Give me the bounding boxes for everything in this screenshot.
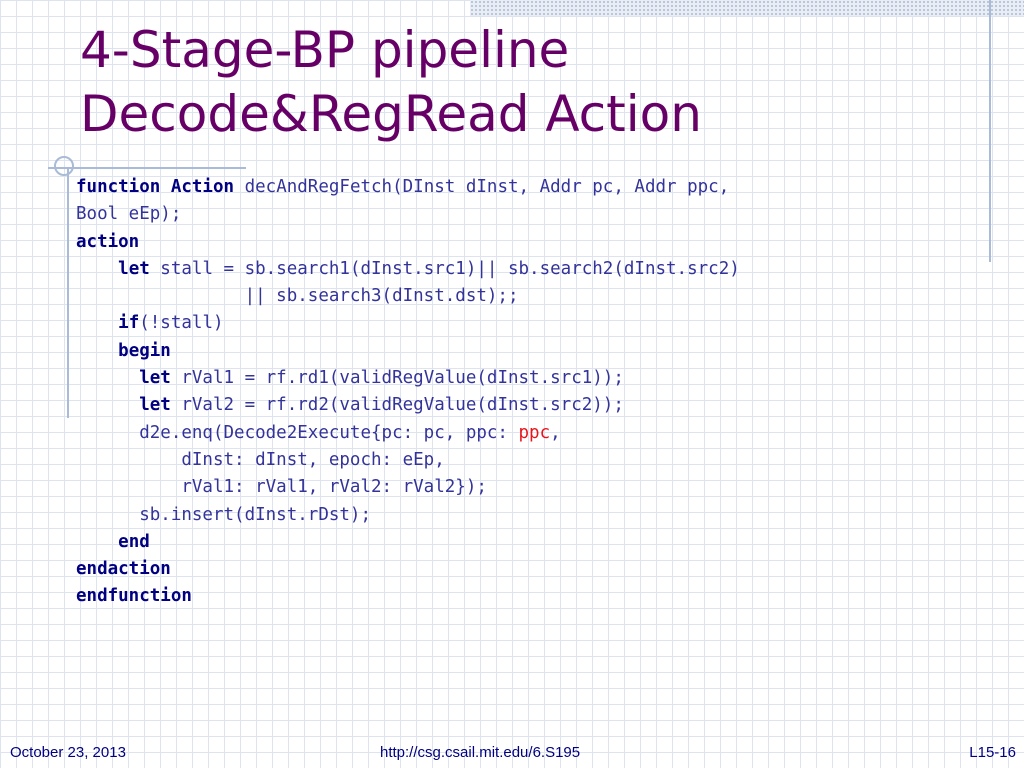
footer-page-number: L15-16 <box>969 744 1016 761</box>
top-decor-band <box>470 0 1024 16</box>
code-text: decAndRegFetch(DInst dInst, Addr pc, Add… <box>234 177 730 197</box>
code-keyword: let <box>118 258 150 279</box>
footer-date: October 23, 2013 <box>10 744 126 761</box>
code-keyword: if <box>118 313 140 334</box>
code-line-12: rVal1: rVal1, rVal2: rVal2}); <box>76 474 1006 501</box>
code-line-3: action <box>76 229 1006 256</box>
crosshair-decor <box>54 156 74 176</box>
code-line-11: dInst: dInst, epoch: eEp, <box>76 447 1006 474</box>
code-text: d2e.enq(Decode2Execute{pc: pc, ppc: <box>76 422 519 443</box>
code-line-14: end <box>76 529 1006 556</box>
code-indent <box>76 368 139 388</box>
code-indent <box>76 341 118 361</box>
code-text: rVal1 = rf.rd1(validRegValue(dInst.src1)… <box>170 368 624 389</box>
code-text: dInst: dInst, epoch: eEp, <box>76 449 445 470</box>
code-text: sb.insert(dInst.rDst); <box>76 504 372 525</box>
code-line-5: || sb.search3(dInst.dst);; <box>76 283 1006 310</box>
title-underline-decor <box>48 167 246 169</box>
code-keyword: endaction <box>76 559 171 580</box>
code-line-4: let stall = sb.search1(dInst.src1)|| sb.… <box>76 256 1006 283</box>
code-text: rVal1: rVal1, rVal2: rVal2}); <box>76 477 487 498</box>
code-keyword: let <box>139 395 171 416</box>
code-line-8: let rVal1 = rf.rd1(validRegValue(dInst.s… <box>76 365 1006 392</box>
code-keyword: action <box>76 231 140 252</box>
code-keyword: begin <box>118 340 171 361</box>
code-block: function Action decAndRegFetch(DInst dIn… <box>76 174 1006 611</box>
code-text: rVal2 = rf.rd2(validRegValue(dInst.src2)… <box>170 395 624 416</box>
code-text: || sb.search3(dInst.dst);; <box>76 286 519 307</box>
code-line-7: begin <box>76 338 1006 365</box>
code-indent <box>76 259 118 279</box>
code-keyword: let <box>139 368 171 389</box>
slide-title: 4-Stage-BP pipeline Decode&RegRead Actio… <box>80 18 702 146</box>
code-indent <box>76 532 118 552</box>
code-text: stall = sb.search1(dInst.src1)|| sb.sear… <box>149 258 740 279</box>
code-indent <box>76 395 139 415</box>
code-line-15: endaction <box>76 556 1006 583</box>
code-text: , <box>550 422 561 443</box>
code-text: Bool eEp); <box>76 204 182 225</box>
right-decor-line <box>989 0 991 262</box>
footer-url[interactable]: http://csg.csail.mit.edu/6.S195 <box>380 744 581 761</box>
code-keyword: endfunction <box>76 586 192 607</box>
code-line-1: function Action decAndRegFetch(DInst dIn… <box>76 174 1006 201</box>
code-line-9: let rVal2 = rf.rd2(validRegValue(dInst.s… <box>76 392 1006 419</box>
code-text: (!stall) <box>139 313 224 334</box>
code-keyword: function Action <box>76 177 235 197</box>
code-highlight: ppc <box>518 422 551 443</box>
code-line-10: d2e.enq(Decode2Execute{pc: pc, ppc: ppc, <box>76 420 1006 447</box>
left-decor-line <box>67 168 69 418</box>
title-line-1: 4-Stage-BP pipeline <box>80 21 570 79</box>
code-keyword: end <box>118 531 150 552</box>
title-line-2: Decode&RegRead Action <box>80 85 702 143</box>
code-line-2: Bool eEp); <box>76 201 1006 228</box>
code-line-13: sb.insert(dInst.rDst); <box>76 502 1006 529</box>
code-line-6: if(!stall) <box>76 310 1006 337</box>
code-indent <box>76 313 118 333</box>
code-line-16: endfunction <box>76 583 1006 610</box>
